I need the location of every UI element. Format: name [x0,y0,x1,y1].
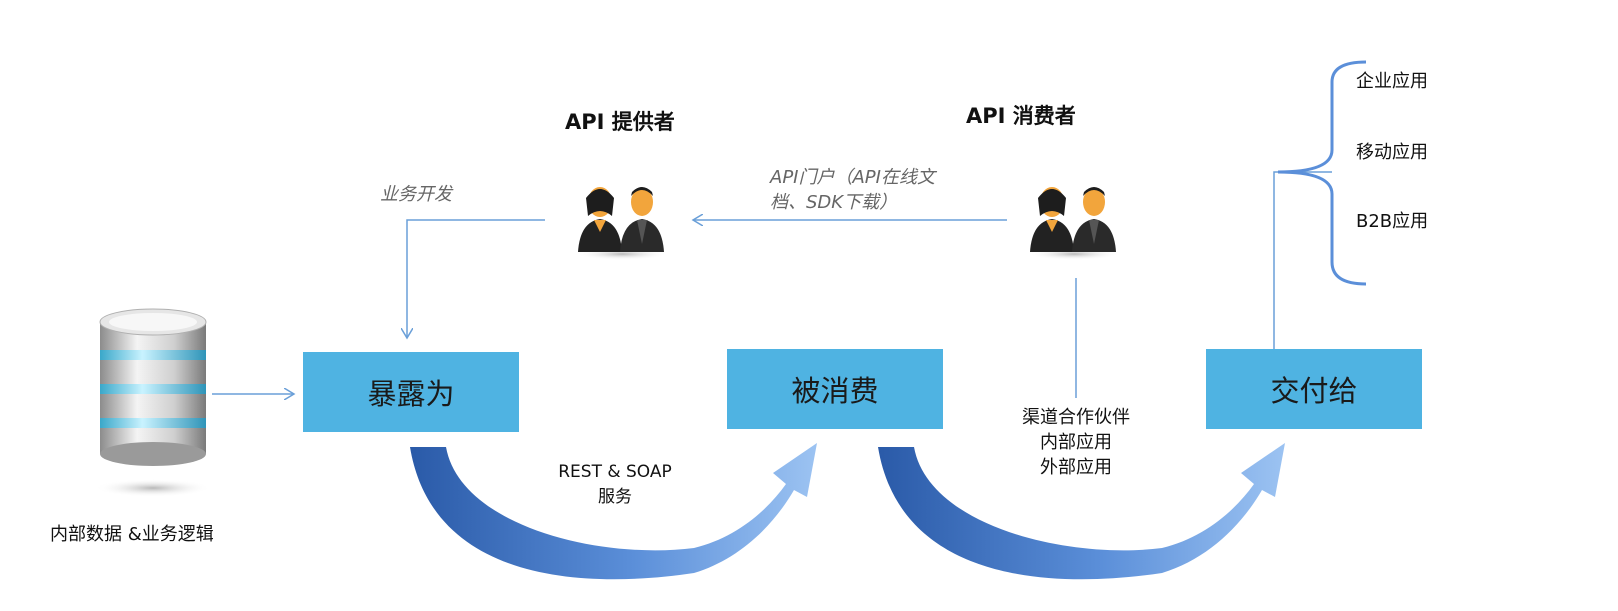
channel-item: 内部应用 [1040,432,1112,453]
rest-soap-line2: 服务 [598,487,632,507]
channels-list: 渠道合作伙伴 内部应用 外部应用 [1006,405,1146,480]
database-icon [95,308,211,497]
data-source-label: 内部数据 &业务逻辑 [50,524,214,545]
consume-label: 被消费 [791,374,879,408]
target-b2b-app: B2B应用 [1356,211,1429,232]
curved-arrow-icon [410,443,817,580]
deliver-box: 交付给 [1206,349,1422,429]
curved-arrow-icon [878,443,1285,580]
consume-box: 被消费 [727,349,943,429]
consumer-people-icon [1028,187,1120,260]
rest-soap-label: REST & SOAP 服务 [540,460,690,510]
channel-item: 渠道合作伙伴 [1022,407,1130,428]
target-mobile-app: 移动应用 [1356,142,1428,163]
expose-label: 暴露为 [367,377,455,411]
target-enterprise-app: 企业应用 [1356,71,1428,92]
rest-soap-line1: REST & SOAP [558,462,672,482]
deliver-up-line [1273,171,1332,350]
provider-people-icon [576,187,668,260]
channel-item: 外部应用 [1040,457,1112,478]
portal-label-line2: 档、SDK下载） [770,192,898,213]
portal-label-line1: API门户（API在线文 [770,167,935,188]
business-dev-label: 业务开发 [380,184,452,205]
consumer-title: API 消费者 [966,104,1076,128]
target-brace [1277,60,1367,286]
provider-title: API 提供者 [565,110,675,134]
deliver-label: 交付给 [1270,374,1358,408]
business-dev-arrow [407,219,545,338]
expose-box: 暴露为 [303,352,519,432]
